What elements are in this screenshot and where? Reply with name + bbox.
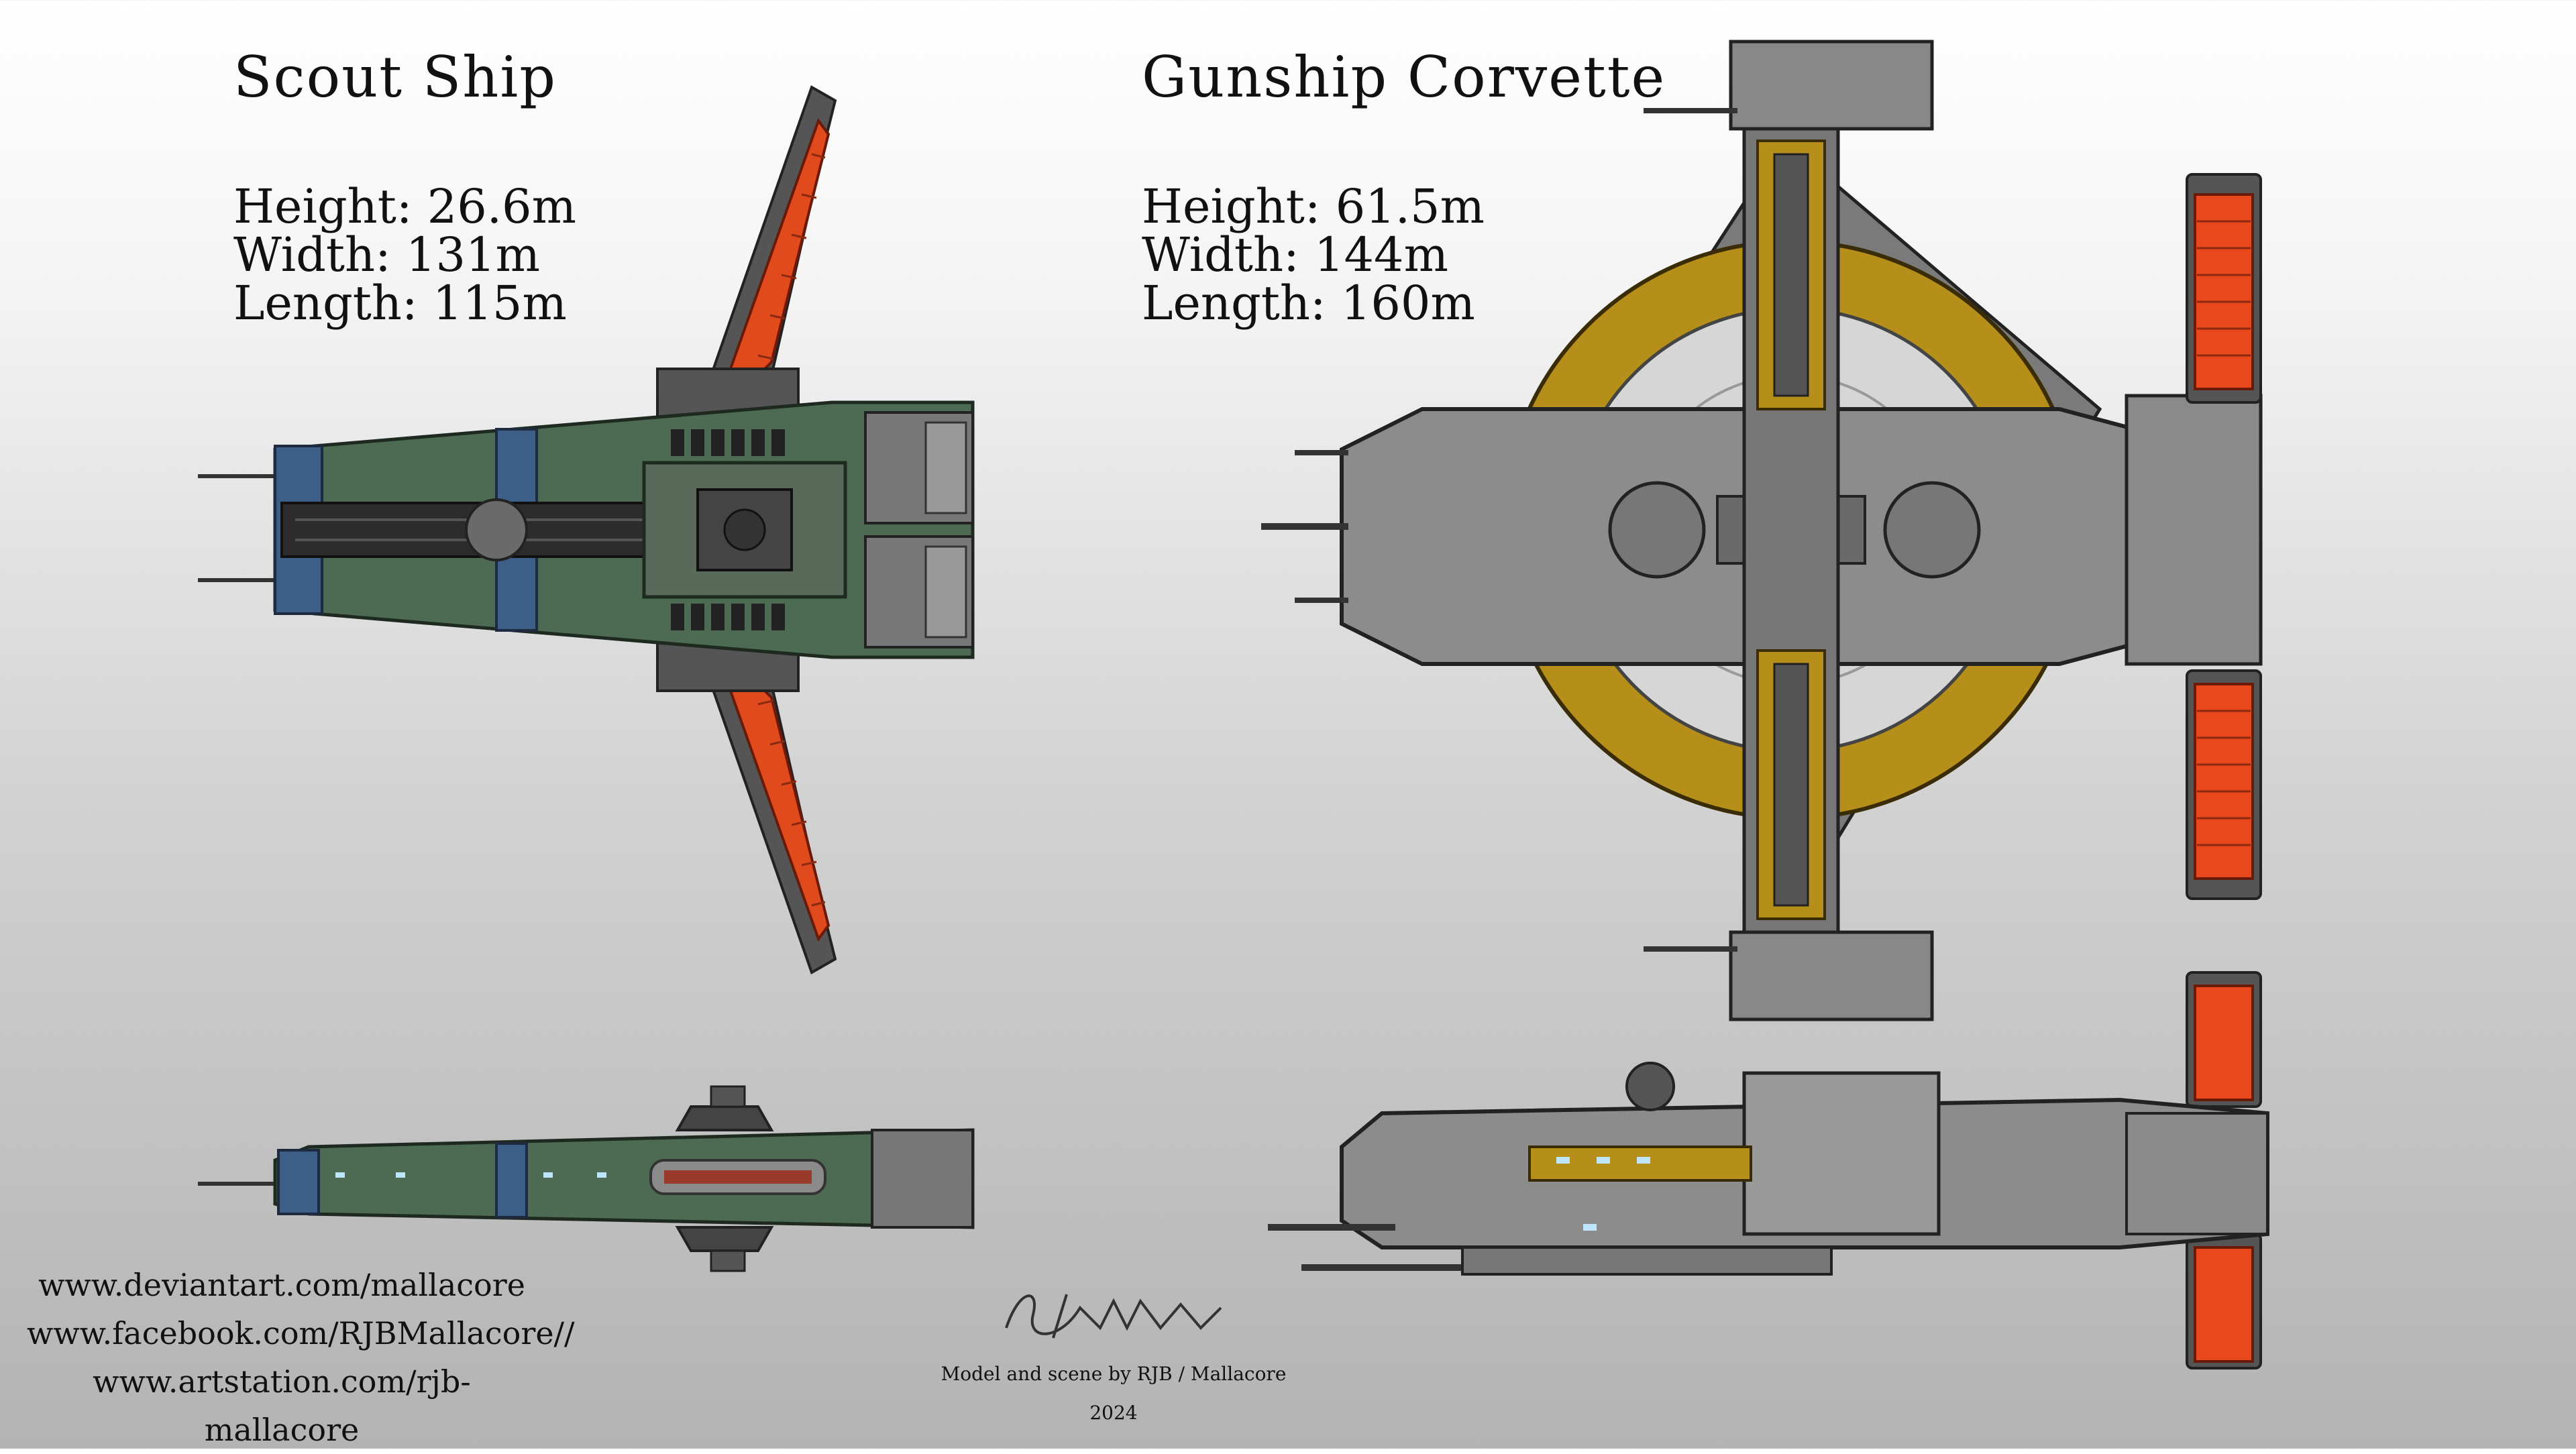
gunship-width: Width: 144m — [1142, 227, 1448, 282]
facebook-link[interactable]: www.facebook.com/RJBMallacore// — [27, 1315, 575, 1351]
scout-height: Height: 26.6m — [233, 179, 576, 234]
gunship-title: Gunship Corvette — [1142, 44, 1666, 110]
deviantart-link[interactable]: www.deviantart.com/mallacore — [38, 1267, 525, 1303]
scout-ship-side-view — [198, 1085, 975, 1272]
social-links: www.deviantart.com/mallacore www.faceboo… — [27, 1261, 575, 1454]
artstation-link[interactable]: www.artstation.com/rjb-mallacore — [93, 1363, 471, 1448]
scout-width: Width: 131m — [233, 227, 540, 282]
scout-ship-specs: Height: 26.6m Width: 131m Length: 115m — [233, 182, 576, 327]
scout-ship-top-view — [198, 85, 975, 974]
scout-length: Length: 115m — [233, 276, 567, 331]
gunship-specs: Height: 61.5m Width: 144m Length: 160m — [1142, 182, 1485, 327]
gunship-length: Length: 160m — [1142, 276, 1475, 331]
signature-logo — [1005, 1294, 1222, 1339]
gunship-height: Height: 61.5m — [1142, 179, 1485, 234]
scout-ship-title: Scout Ship — [233, 44, 557, 110]
gunship-top-view — [1261, 40, 2263, 1021]
credit-line: Model and scene by RJB / Mallacore — [941, 1363, 1287, 1385]
gunship-side-view — [1268, 971, 2269, 1369]
credit-year: 2024 — [1089, 1402, 1138, 1424]
